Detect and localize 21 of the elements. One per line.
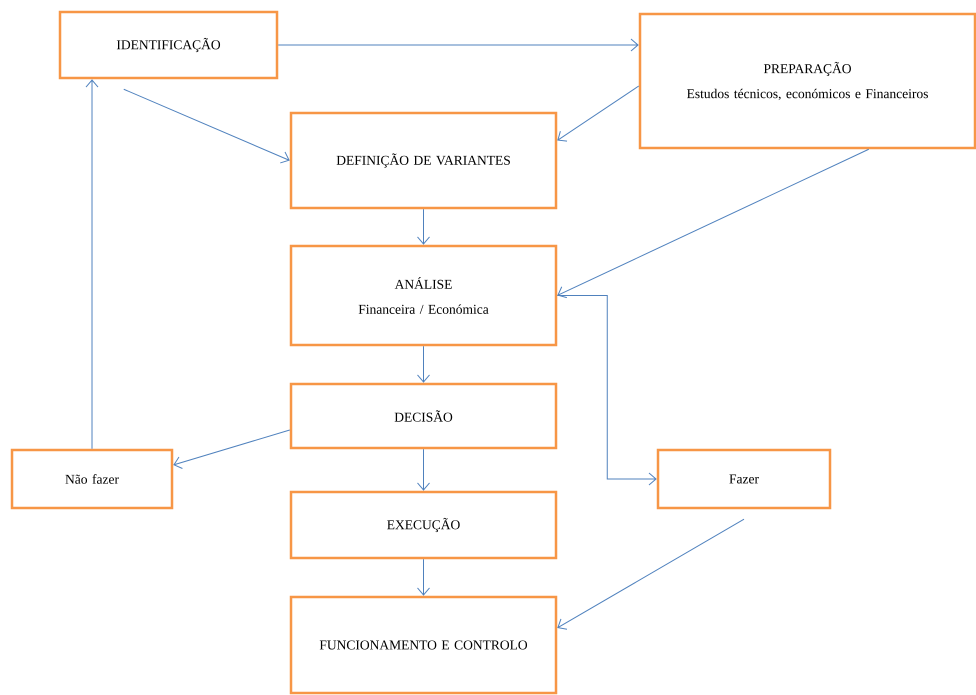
arrow [123,88,290,164]
process-box: FUNCIONAMENTO E CONTROLO [290,596,558,694]
process-box: DECISÃO [290,382,558,450]
process-box: Não fazer [10,448,174,510]
arrow [557,86,640,142]
arrow [173,430,290,469]
process-box: EXECUÇÃO [290,490,558,560]
process-box: PREPARAÇÃO Estudos técnicos, económicos e Financeiros [638,12,976,150]
arrow [417,346,430,383]
process-box: IDENTIFICAÇÃO [58,10,278,80]
process-box: ANÁLISE Financeira / Económica [290,244,558,346]
arrow [557,148,870,298]
process-box: Fazer [656,448,832,510]
arrow [417,448,430,491]
arrow [557,518,744,630]
arrow [556,295,657,486]
arrow [417,208,430,245]
process-box: DEFINIÇÃO DE VARIANTES [290,112,558,210]
arrow [86,79,98,450]
arrow [417,558,430,596]
arrow [278,38,639,52]
